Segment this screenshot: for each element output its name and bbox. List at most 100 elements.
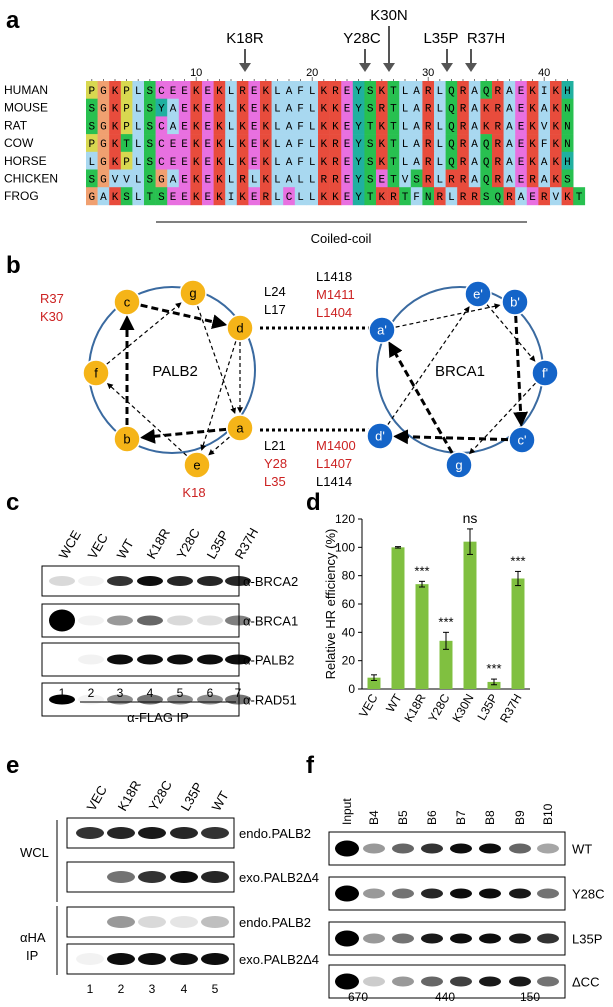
residue-cell [271, 134, 284, 153]
residue-letter: N [425, 192, 432, 204]
panel-e-blot-band [107, 827, 135, 839]
residue-letter: V [552, 192, 559, 204]
residue-cell [144, 187, 156, 206]
residue-cell [550, 134, 562, 153]
residue-letter: T [146, 192, 153, 204]
residue-cell [503, 134, 516, 153]
residue-letter: Q [448, 86, 455, 98]
panel-e-blots: endo.PALB2exo.PALB2Δ4endo.PALB2exo.PALB2… [66, 817, 319, 975]
panel-c-lane-number: 6 [207, 686, 214, 700]
residue-cell [306, 81, 319, 99]
residue-cell [190, 187, 203, 206]
panel-f-lane-label: B4 [367, 810, 381, 825]
residue-cell [352, 187, 365, 206]
residue-letter: T [576, 192, 583, 204]
brca1-residue-label: L1407 [316, 456, 352, 471]
residue-cell [190, 116, 203, 135]
residue-letter: K [332, 192, 339, 204]
residue-letter: S [367, 157, 374, 169]
residue-cell [445, 187, 458, 206]
residue-letter: G [100, 104, 107, 116]
panel-c-blot-band [78, 615, 104, 626]
panel-c-blot-band [107, 576, 133, 586]
residue-cell [480, 187, 493, 206]
residue-cell [468, 151, 481, 170]
residue-cell [457, 151, 470, 170]
panel-e-blot-band [138, 827, 166, 839]
residue-letter: R [425, 139, 432, 151]
residue-cell [109, 81, 122, 99]
residue-cell [225, 187, 238, 206]
panel-f-lane-label: B6 [425, 810, 439, 825]
palb2-heptad-node [113, 288, 141, 316]
residue-cell [248, 134, 261, 153]
residue-letter: L [274, 86, 281, 98]
residue-letter: R [460, 86, 467, 98]
residue-cell [190, 81, 203, 99]
residue-cell [86, 151, 98, 170]
residue-cell [178, 116, 191, 135]
residue-cell [86, 134, 98, 153]
residue-letter: P [123, 157, 130, 169]
residue-letter: L [402, 121, 409, 133]
residue-letter: R [262, 192, 269, 204]
residue-cell [144, 81, 156, 99]
residue-letter: R [494, 175, 501, 187]
panel-e-blot-band [76, 953, 104, 965]
residue-cell [120, 169, 133, 188]
residue-cell [155, 169, 168, 188]
residue-cell [167, 81, 180, 99]
residue-letter: E [251, 86, 258, 98]
residue-letter: R [332, 157, 339, 169]
residue-cell [457, 169, 470, 188]
residue-cell [167, 151, 180, 170]
residue-letter: A [506, 175, 513, 187]
residue-letter: G [100, 121, 107, 133]
residue-letter: G [158, 175, 165, 187]
residue-letter: G [100, 175, 107, 187]
panel-c-blot-band [197, 654, 223, 665]
residue-cell [538, 116, 551, 135]
residue-letter: A [413, 104, 420, 116]
residue-cell [434, 151, 446, 170]
residue-letter: L [436, 104, 443, 116]
chart-bar [463, 541, 477, 689]
residue-letter: E [251, 121, 258, 133]
residue-cell [120, 98, 133, 117]
chart-significance-label: *** [414, 563, 429, 578]
panel-e-blot-band [170, 871, 198, 883]
panel-label-e: e [6, 752, 19, 779]
panel-c-blot-band [78, 576, 104, 586]
residue-letter: L [309, 175, 316, 187]
panel-e-blot-band [107, 916, 135, 928]
residue-letter: T [390, 104, 397, 116]
residue-cell [480, 169, 493, 188]
residue-letter: R [239, 86, 246, 98]
residue-letter: H [564, 86, 571, 98]
residue-letter: E [518, 139, 525, 151]
chart-category-label: VEC [356, 691, 381, 720]
residue-cell [144, 98, 156, 117]
residue-letter: Q [483, 86, 490, 98]
residue-letter: K [262, 157, 269, 169]
chart-bar [511, 578, 525, 689]
residue-cell [329, 116, 342, 135]
residue-cell [271, 151, 284, 170]
residue-letter: S [158, 192, 165, 204]
panel-f-lane-label: Input [340, 798, 354, 825]
panel-c-lane-number: 4 [147, 686, 154, 700]
residue-letter: K [193, 139, 200, 151]
residue-cell [503, 187, 516, 206]
panel-f-lane-label: B5 [396, 810, 410, 825]
residue-cell [376, 116, 388, 135]
residue-letter: R [425, 86, 432, 98]
brca1-residue-label: L1404 [316, 305, 352, 320]
residue-cell [202, 169, 214, 188]
residue-cell [410, 116, 423, 135]
residue-cell [97, 98, 110, 117]
residue-cell [503, 151, 516, 170]
residue-cell [434, 116, 446, 135]
residue-cell [86, 169, 98, 188]
palb2-arrow [140, 303, 228, 330]
